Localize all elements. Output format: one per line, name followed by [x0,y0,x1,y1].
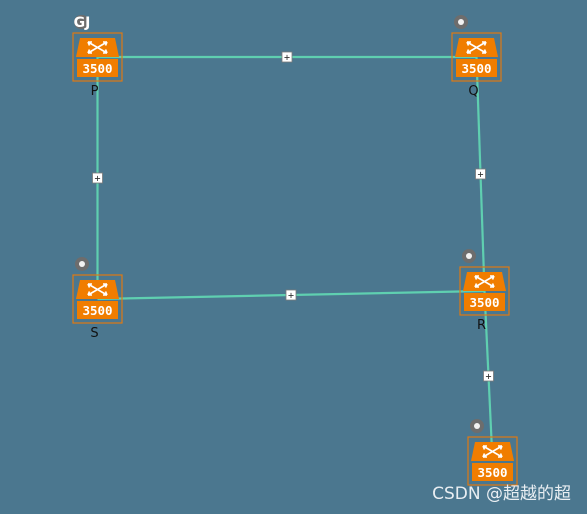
switch-3500-icon: 3500 [459,266,510,316]
switch-3500-icon: 3500 [72,32,123,82]
link-expand-marker[interactable]: + [475,168,486,181]
device-model-number: 3500 [82,61,112,76]
plus-sign: + [288,291,294,302]
node-unlabeled[interactable]: 3500 [467,419,518,486]
plus-box-icon [281,51,293,63]
node-label: Q [468,84,478,99]
link-expand-marker[interactable]: + [483,370,494,383]
plus-sign: + [477,170,483,181]
device-model-number: 3500 [477,465,507,480]
link-expand-marker[interactable]: + [281,51,293,64]
plus-sign: + [485,372,491,383]
plus-box-icon [92,172,103,184]
status-dot-icon[interactable] [454,15,468,29]
node-label: P [91,84,99,99]
svg-text:GJ: GJ [74,15,91,31]
links-layer [96,55,494,462]
link-expand-marker[interactable]: + [285,289,297,302]
node-label: R [477,318,486,333]
link-expand-marker[interactable]: + [92,172,103,185]
plus-box-icon [475,168,486,180]
switch-3500-icon: 3500 [467,436,518,486]
node-label: S [90,326,98,341]
device-model-number: 3500 [82,303,112,318]
plus-box-icon [285,289,297,301]
plus-sign: + [284,53,290,64]
plus-sign: + [94,174,100,185]
device-model-number: 3500 [469,295,499,310]
switch-3500-icon: 3500 [72,274,123,324]
switch-3500-icon: 3500 [451,32,502,82]
watermark: CSDN @超越的超 [432,484,571,504]
gj-badge: GJ [74,15,91,31]
device-model-number: 3500 [461,61,491,76]
status-dot-icon[interactable] [470,419,484,433]
status-dot-icon[interactable] [462,249,476,263]
plus-box-icon [483,370,494,382]
link-markers-layer: + + + + + [92,51,494,383]
status-dot-icon[interactable] [75,257,89,271]
